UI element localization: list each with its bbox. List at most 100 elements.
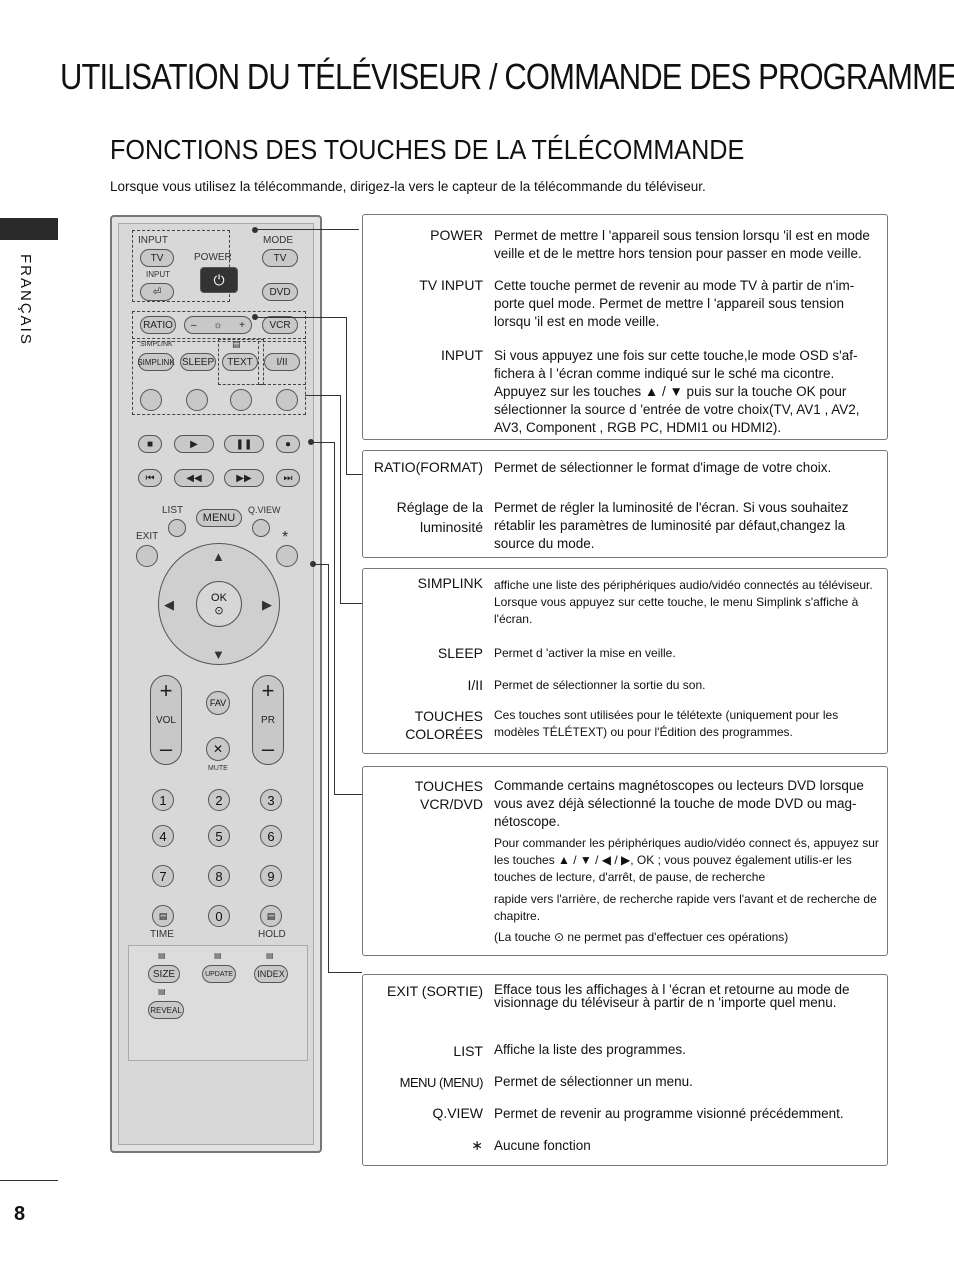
desc-list: Affiche la liste des programmes.	[494, 1042, 686, 1057]
qview-button[interactable]	[252, 519, 270, 537]
pause-button[interactable]: ❚❚	[224, 435, 264, 453]
desc-exit: Efface tous les affichages à l 'écran et…	[494, 982, 850, 1010]
number-8-button[interactable]: 8	[208, 865, 230, 887]
volume-rocker[interactable]: + VOL –	[150, 675, 182, 765]
blue-button[interactable]	[276, 389, 298, 411]
record-button[interactable]: ●	[276, 435, 300, 453]
term-input: INPUT	[441, 347, 483, 363]
ok-button[interactable]: OK ⊙	[196, 581, 242, 627]
menu-button[interactable]: MENU	[196, 509, 242, 527]
desc-input: Si vous appuyez une fois sur cette touch…	[494, 348, 860, 435]
brightness-icon: ☼	[213, 319, 223, 331]
desc-sleep: Permet d 'activer la mise en veille.	[494, 646, 676, 660]
right-arrow-icon[interactable]: ▶	[262, 597, 272, 612]
number-0-button[interactable]: 0	[208, 905, 230, 927]
qview-label: Q.VIEW	[248, 505, 281, 515]
description-box-simplink: SIMPLINK affiche une liste des périphéri…	[362, 568, 888, 754]
dvd-button[interactable]: DVD	[262, 283, 298, 301]
description-box-ratio: RATIO(FORMAT) Permet de sélectionner le …	[362, 450, 888, 558]
left-arrow-icon[interactable]: ◀	[164, 597, 174, 612]
connector-line	[346, 317, 347, 474]
desc-vcr-dvd-extra-1: Pour commander les périphériques audio/v…	[494, 836, 879, 884]
number-2-button[interactable]: 2	[208, 789, 230, 811]
stop-button[interactable]: ■	[138, 435, 162, 453]
i-ii-group	[258, 341, 306, 385]
sleep-button[interactable]: SLEEP	[180, 353, 216, 371]
power-input-group	[132, 230, 230, 302]
hold-button[interactable]: ▤	[260, 905, 282, 927]
input-button[interactable]: ⏎	[140, 283, 174, 301]
main-title: UTILISATION DU TÉLÉVISEUR / COMMANDE DES…	[60, 56, 954, 97]
rewind-button[interactable]: ◀◀	[174, 469, 214, 487]
input-label: INPUT	[138, 235, 168, 246]
connector-line	[311, 442, 335, 443]
text-group	[218, 339, 264, 385]
next-button[interactable]: ⏭	[276, 469, 300, 487]
update-button[interactable]: UPDATE	[202, 965, 236, 983]
text-button[interactable]: TEXT	[222, 353, 258, 371]
connector-line	[328, 972, 362, 973]
vol-label: VOL	[155, 714, 176, 726]
brightness-control[interactable]: – ☼ +	[184, 316, 252, 334]
desc-star: Aucune fonction	[494, 1138, 591, 1153]
connector-line	[255, 229, 359, 230]
list-label: LIST	[162, 505, 184, 516]
size-button[interactable]: SIZE	[148, 965, 180, 983]
exit-label: EXIT	[136, 531, 159, 542]
star-button[interactable]	[276, 545, 298, 567]
previous-button[interactable]: ⏮	[138, 469, 162, 487]
term-brightness: Réglage de la luminosité	[396, 499, 483, 535]
power-button[interactable]: ⏻	[200, 267, 238, 293]
reveal-button[interactable]: REVEAL	[148, 1001, 184, 1019]
number-9-button[interactable]: 9	[260, 865, 282, 887]
star-label: *	[282, 529, 289, 546]
green-button[interactable]	[186, 389, 208, 411]
tv-input-button[interactable]: TV	[140, 249, 174, 267]
number-1-button[interactable]: 1	[152, 789, 174, 811]
fav-button[interactable]: FAV	[206, 691, 230, 715]
program-rocker[interactable]: + PR –	[252, 675, 284, 765]
exit-button[interactable]	[136, 545, 158, 567]
simplink-button[interactable]: SIMPLINK	[137, 353, 175, 371]
vcr-button[interactable]: VCR	[262, 316, 298, 334]
term-vcr-dvd: TOUCHES VCR/DVD	[414, 778, 483, 812]
index-button[interactable]: INDEX	[254, 965, 288, 983]
description-box-vcr-dvd: TOUCHES VCR/DVD Commande certains magnét…	[362, 766, 888, 956]
simplink-logo: SIMPLINK	[140, 341, 173, 348]
play-button[interactable]: ▶	[174, 435, 214, 453]
brightness-minus[interactable]: –	[191, 319, 197, 331]
intro-text: Lorsque vous utilisez la télécommande, d…	[110, 179, 706, 194]
mode-tv-button[interactable]: TV	[262, 249, 298, 267]
yellow-button[interactable]	[230, 389, 252, 411]
ratio-button[interactable]: RATIO	[140, 316, 176, 334]
list-button[interactable]	[168, 519, 186, 537]
fast-forward-button[interactable]: ▶▶	[224, 469, 264, 487]
connector-line	[340, 603, 362, 604]
desc-vcr-dvd: Commande certains magnétoscopes ou lecte…	[494, 778, 864, 829]
number-4-button[interactable]: 4	[152, 825, 174, 847]
program-down[interactable]: –	[261, 736, 275, 761]
program-up[interactable]: +	[261, 678, 275, 703]
description-box-power: POWER Permet de mettre l 'appareil sous …	[362, 214, 888, 440]
up-arrow-icon[interactable]: ▲	[212, 549, 225, 564]
mute-button[interactable]: ✕	[206, 737, 230, 761]
volume-up[interactable]: +	[159, 678, 173, 703]
mute-label: MUTE	[208, 765, 228, 772]
number-3-button[interactable]: 3	[260, 789, 282, 811]
term-qview: Q.VIEW	[432, 1105, 483, 1121]
red-button[interactable]	[140, 389, 162, 411]
term-star: ∗	[471, 1137, 483, 1153]
brightness-plus[interactable]: +	[239, 319, 245, 331]
volume-down[interactable]: –	[159, 736, 173, 761]
term-simplink: SIMPLINK	[417, 575, 483, 591]
ok-label: OK	[211, 591, 227, 604]
connector-line	[313, 564, 329, 565]
i-ii-button[interactable]: I/II	[264, 353, 300, 371]
number-6-button[interactable]: 6	[260, 825, 282, 847]
number-7-button[interactable]: 7	[152, 865, 174, 887]
time-button[interactable]: ▤	[152, 905, 174, 927]
connector-line	[334, 442, 335, 794]
number-5-button[interactable]: 5	[208, 825, 230, 847]
ok-icon: ⊙	[214, 604, 224, 617]
down-arrow-icon[interactable]: ▼	[212, 647, 225, 662]
